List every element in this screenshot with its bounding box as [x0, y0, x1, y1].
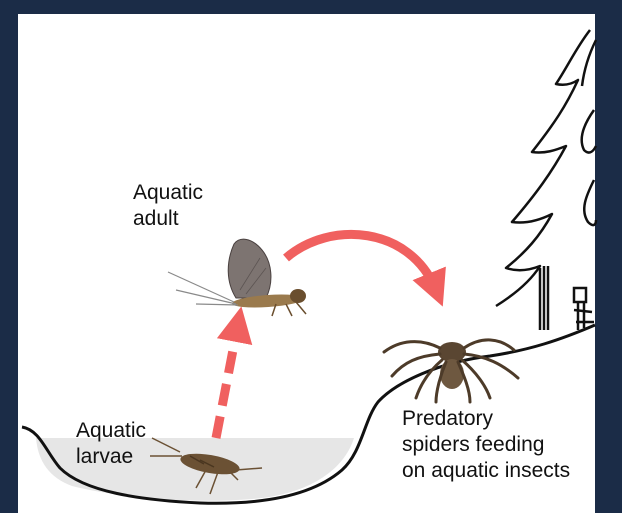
predatory-spiders-label-line3: on aquatic insects — [402, 458, 570, 484]
aquatic-larvae-label-line2: larvae — [76, 444, 146, 470]
predatory-spiders-label-line2: spiders feeding — [402, 432, 570, 458]
aquatic-adult-label: Aquatic adult — [133, 180, 203, 232]
aquatic-larvae-label-line1: Aquatic — [76, 418, 146, 444]
predatory-spiders-label: Predatory spiders feeding on aquatic ins… — [402, 406, 570, 484]
aquatic-adult-label-line1: Aquatic — [133, 180, 203, 206]
predatory-spiders-label-line1: Predatory — [402, 406, 570, 432]
aquatic-larvae-label: Aquatic larvae — [76, 418, 146, 470]
aquatic-adult-label-line2: adult — [133, 206, 203, 232]
